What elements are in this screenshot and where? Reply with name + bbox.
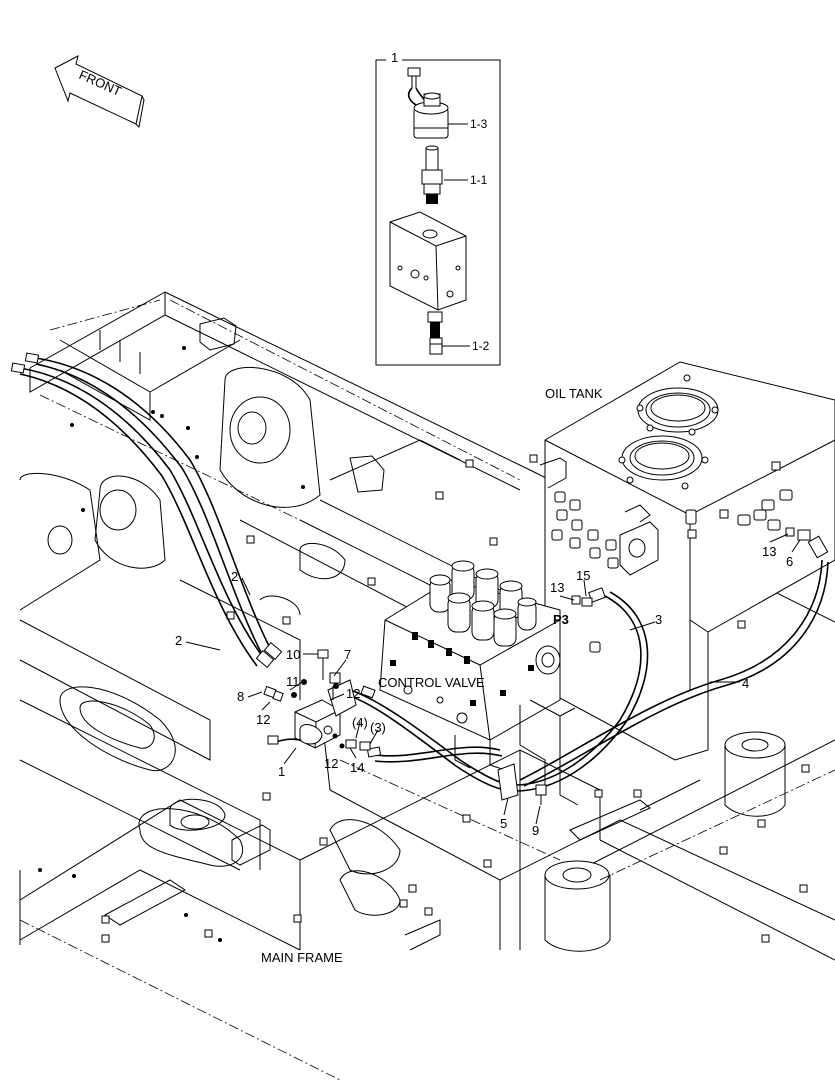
oil-tank-label: OIL TANK [545, 386, 603, 401]
valve-block [389, 211, 467, 311]
solenoid-coil [413, 92, 449, 139]
front-label: FRONT [77, 67, 124, 99]
callout-4: 4 [742, 676, 749, 691]
callout-10: 10 [286, 647, 300, 662]
control-valve-label: CONTROL VALVE [378, 675, 485, 690]
label-1-3: 1-3 [470, 117, 488, 131]
inset-label: 1 [391, 50, 398, 65]
callout-8: 8 [237, 689, 244, 704]
control-valve [379, 560, 579, 806]
callout-1: 1 [278, 764, 285, 779]
callout-13a: 13 [550, 580, 564, 595]
solenoid-cartridge [421, 145, 443, 204]
pressure-sensor [427, 311, 443, 355]
callout-14: 14 [350, 760, 364, 775]
callout-3-paren: (3) [370, 720, 386, 735]
callout-5: 5 [500, 816, 507, 831]
callout-7: 7 [344, 647, 351, 662]
oil-tank [539, 361, 835, 761]
callout-15: 15 [576, 568, 590, 583]
label-1-2: 1-2 [472, 339, 490, 353]
port-p3-label: P3 [553, 612, 569, 627]
main-frame-label: MAIN FRAME [261, 950, 343, 965]
callout-2b: 2 [175, 633, 182, 648]
callout-9: 9 [532, 823, 539, 838]
callout-4-paren: (4) [352, 715, 368, 730]
callout-6: 6 [786, 554, 793, 569]
callout-13b: 13 [762, 544, 776, 559]
callout-12a: 12 [346, 686, 360, 701]
solenoid-valve-assembly [263, 527, 811, 751]
callout-12b: 12 [256, 712, 270, 727]
solenoid-inset: 1 [375, 50, 501, 366]
hoses [10, 352, 829, 805]
front-arrow: FRONT [54, 55, 145, 129]
callout-3: 3 [655, 612, 662, 627]
callout-11: 11 [286, 674, 300, 689]
callout-2a: 2 [231, 569, 238, 584]
leader-lines [185, 533, 801, 825]
callout-12c: 12 [324, 756, 338, 771]
label-1-1: 1-1 [470, 173, 488, 187]
